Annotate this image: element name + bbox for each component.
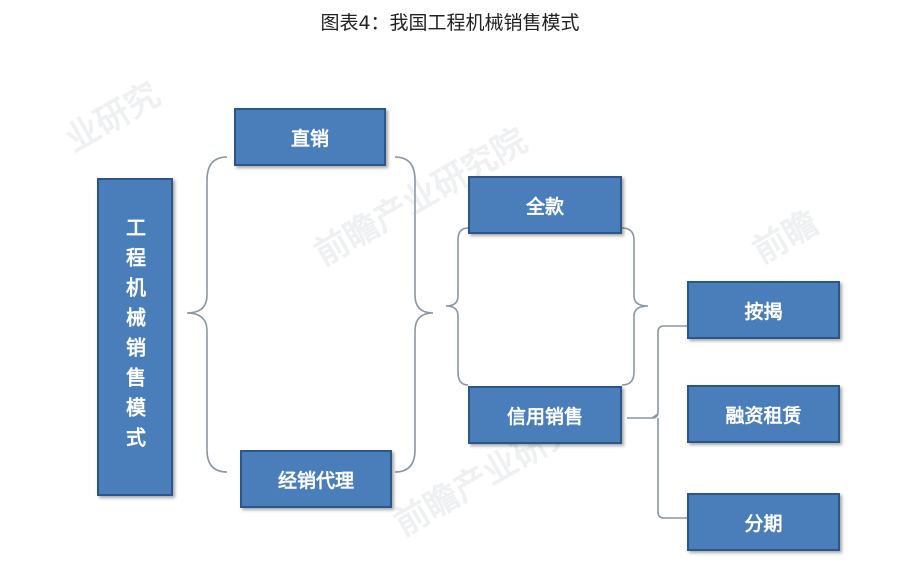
root-node: 工程机械销售模式 bbox=[97, 178, 173, 496]
node-direct-sales: 直销 bbox=[234, 108, 386, 166]
left-brace-payment bbox=[445, 227, 469, 386]
right-brace-channels bbox=[394, 156, 434, 473]
right-brace-payment bbox=[621, 227, 649, 386]
left-brace bbox=[186, 156, 228, 473]
node-dealer-agency: 经销代理 bbox=[240, 450, 392, 508]
node-mortgage: 按揭 bbox=[687, 281, 840, 339]
node-credit-sales: 信用销售 bbox=[468, 386, 622, 444]
node-full-payment: 全款 bbox=[468, 176, 622, 234]
node-installment: 分期 bbox=[687, 493, 840, 551]
node-financial-leasing: 融资租赁 bbox=[687, 385, 840, 443]
diagram-title: 图表4：我国工程机械销售模式 bbox=[320, 12, 580, 34]
credit-connector bbox=[627, 325, 687, 519]
